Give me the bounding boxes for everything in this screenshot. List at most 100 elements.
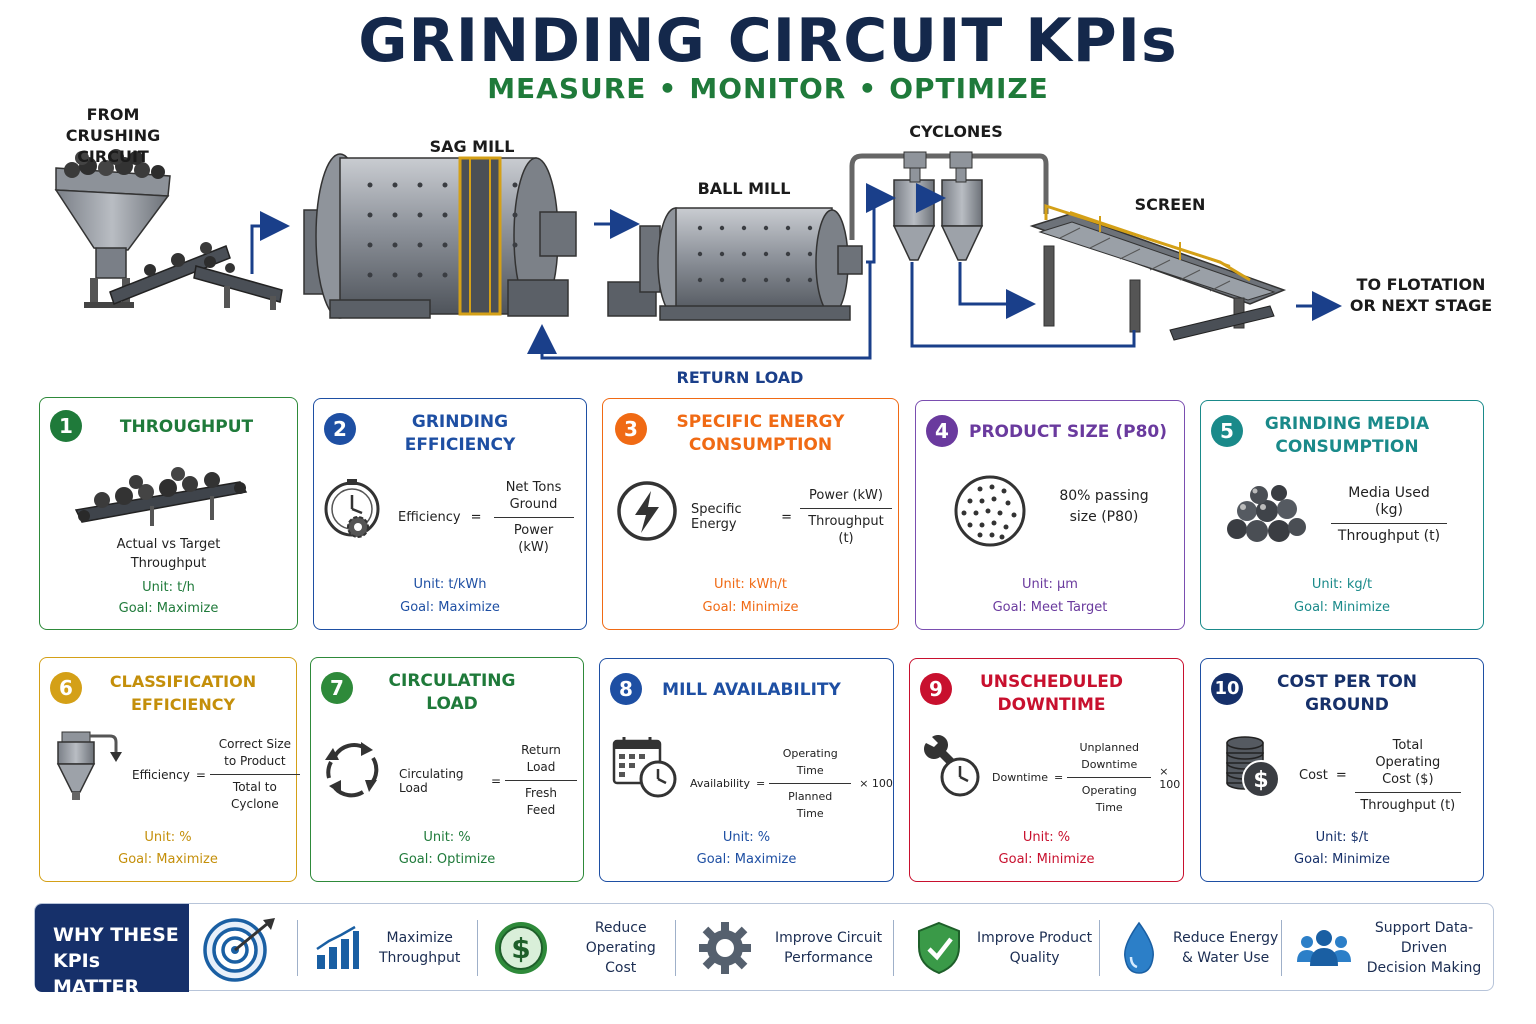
feed-conveyor-icon — [109, 242, 283, 310]
sieve-icon — [954, 475, 1026, 547]
svg-text:$: $ — [1253, 768, 1268, 793]
kpi-title: PRODUCT SIZE (P80) — [969, 422, 1167, 442]
kpi-card-cost-per-ton: 10 COST PER TON GROUND $ Cost = Total Op… — [1200, 658, 1484, 882]
cycle-arrows-icon — [325, 742, 379, 798]
kpi-goal: Goal: Maximize — [118, 601, 219, 616]
formula-multiplier: × 100 — [859, 777, 893, 790]
kpi-goal: Goal: Maximize — [118, 852, 218, 867]
page-subtitle: MEASURE•MONITOR•OPTIMIZE — [0, 72, 1536, 105]
kpi-card-unscheduled-downtime: 9 UNSCHEDULED DOWNTIME Downtime = Unplan… — [909, 658, 1184, 882]
flow-label-sag-mill: SAG MILL — [429, 137, 515, 156]
formula-denominator: Throughput (t) — [1331, 523, 1447, 545]
divider — [893, 920, 894, 976]
kpi-description: 80% passing size (P80) — [1059, 488, 1149, 525]
flow-label-screen: SCREEN — [1134, 195, 1206, 214]
kpi-goal: Goal: Maximize — [696, 852, 797, 867]
svg-text:$: $ — [511, 932, 530, 965]
kpi-goal: Goal: Minimize — [1294, 600, 1390, 615]
kpi-unit: Unit: µm — [1022, 577, 1078, 592]
why-heading: WHY THESE KPIs MATTER — [35, 904, 189, 998]
benefit-reduce-operating-cost: $ Reduce Operating Cost — [493, 918, 673, 978]
kpi-title: GRINDING EFFICIENCY — [404, 412, 516, 455]
formula-denominator: Planned Time — [769, 783, 852, 822]
kpi-number: 2 — [324, 413, 356, 445]
formula-equals: = — [490, 773, 501, 788]
formula-lhs: Efficiency — [132, 767, 190, 782]
dollar-coin-icon: $ — [495, 922, 547, 974]
kpi-formula: Cost = Total Operating Cost ($)Throughpu… — [1299, 737, 1467, 814]
kpi-unit: Unit: t/h — [142, 580, 195, 595]
kpi-card-circulating-load: 7 CIRCULATING LOAD Circulating Load = Re… — [310, 657, 584, 882]
kpi-number: 1 — [50, 410, 82, 442]
kpi-goal: Goal: Meet Target — [992, 600, 1108, 615]
benefit-label: Maximize Throughput — [379, 930, 461, 966]
wrench-clock-icon — [924, 735, 980, 797]
formula-numerator: Net Tons Ground — [505, 480, 562, 512]
page-title: GRINDING CIRCUIT KPIs — [358, 6, 1178, 76]
divider — [1099, 920, 1100, 976]
cyclones-icon — [849, 151, 1049, 261]
benefit-improve-product-quality: Improve Product Quality — [915, 918, 1105, 978]
kpi-title: SPECIFIC ENERGY CONSUMPTION — [676, 412, 845, 455]
kpi-title: GRINDING MEDIA CONSUMPTION — [1264, 414, 1430, 457]
formula-denominator: Total to Cyclone — [209, 774, 300, 813]
flow-label-from-crushing: FROM CRUSHING CIRCUIT — [65, 105, 161, 166]
kpi-goal: Goal: Minimize — [1294, 852, 1390, 867]
divider — [477, 920, 478, 976]
formula-denominator: Throughput (t) — [800, 508, 892, 547]
formula-lhs: Downtime — [992, 771, 1049, 784]
coins-dollar-icon: $ — [1226, 736, 1280, 798]
benefit-maximize-throughput: Maximize Throughput — [313, 918, 473, 978]
formula-numerator: Operating Time — [782, 747, 838, 777]
kpi-card-grinding-efficiency: 2 GRINDING EFFICIENCY Efficiency = Net T… — [313, 398, 587, 630]
kpi-unit: Unit: % — [1022, 830, 1071, 845]
water-drop-icon — [1124, 921, 1154, 974]
formula-lhs: Efficiency — [398, 510, 461, 525]
formula-equals: = — [195, 767, 206, 782]
kpi-title: CIRCULATING LOAD — [388, 671, 516, 714]
ball-mill-icon — [607, 207, 863, 321]
calendar-clock-icon — [612, 737, 677, 798]
kpi-unit: Unit: kWh/t — [713, 577, 788, 592]
subtitle-monitor: MONITOR — [689, 72, 847, 105]
bar-chart-up-icon — [316, 925, 359, 969]
kpi-unit: Unit: % — [722, 830, 771, 845]
vibrating-screen-icon — [1029, 203, 1287, 341]
subtitle-dot: • — [658, 72, 678, 105]
sag-mill-icon — [303, 153, 577, 319]
why-kpis-matter-strip: WHY THESE KPIs MATTER Maximize Throughpu… — [34, 903, 1494, 998]
flow-label-return-load: RETURN LOAD — [676, 368, 804, 387]
kpi-goal: Goal: Optimize — [398, 852, 496, 867]
kpi-unit: Unit: kg/t — [1311, 577, 1373, 592]
subtitle-optimize: OPTIMIZE — [889, 72, 1049, 105]
kpi-title: UNSCHEDULED DOWNTIME — [979, 672, 1124, 715]
formula-denominator: Fresh Feed — [505, 780, 577, 819]
kpi-number: 9 — [920, 673, 952, 705]
benefit-label: Reduce Energy & Water Use — [1173, 930, 1279, 966]
formula-lhs: Circulating Load — [399, 766, 464, 795]
flow-label-ball-mill: BALL MILL — [697, 179, 791, 198]
formula-lhs: Cost — [1299, 768, 1328, 783]
kpi-number: 6 — [50, 672, 82, 704]
gear-icon — [699, 922, 751, 974]
kpi-goal: Goal: Minimize — [998, 852, 1095, 867]
kpi-number: 7 — [321, 672, 353, 704]
formula-equals: = — [755, 777, 766, 790]
formula-numerator: Unplanned Downtime — [1079, 741, 1140, 771]
kpi-title: THROUGHPUT — [119, 417, 254, 437]
shield-check-icon — [918, 921, 960, 975]
kpi-unit: Unit: $/t — [1315, 830, 1369, 845]
stopwatch-gear-icon — [324, 479, 380, 538]
kpi-card-grinding-media: 5 GRINDING MEDIA CONSUMPTION Media Used … — [1200, 400, 1484, 630]
kpi-number: 3 — [615, 413, 647, 445]
process-flow-svg — [54, 149, 1342, 360]
benefit-improve-circuit-performance: Improve Circuit Performance — [699, 918, 889, 978]
kpi-number: 10 — [1211, 673, 1243, 705]
kpi-title: MILL AVAILABILITY — [662, 680, 841, 700]
formula-equals: = — [1054, 771, 1064, 784]
kpi-description: Actual vs Target Throughput — [116, 537, 221, 571]
